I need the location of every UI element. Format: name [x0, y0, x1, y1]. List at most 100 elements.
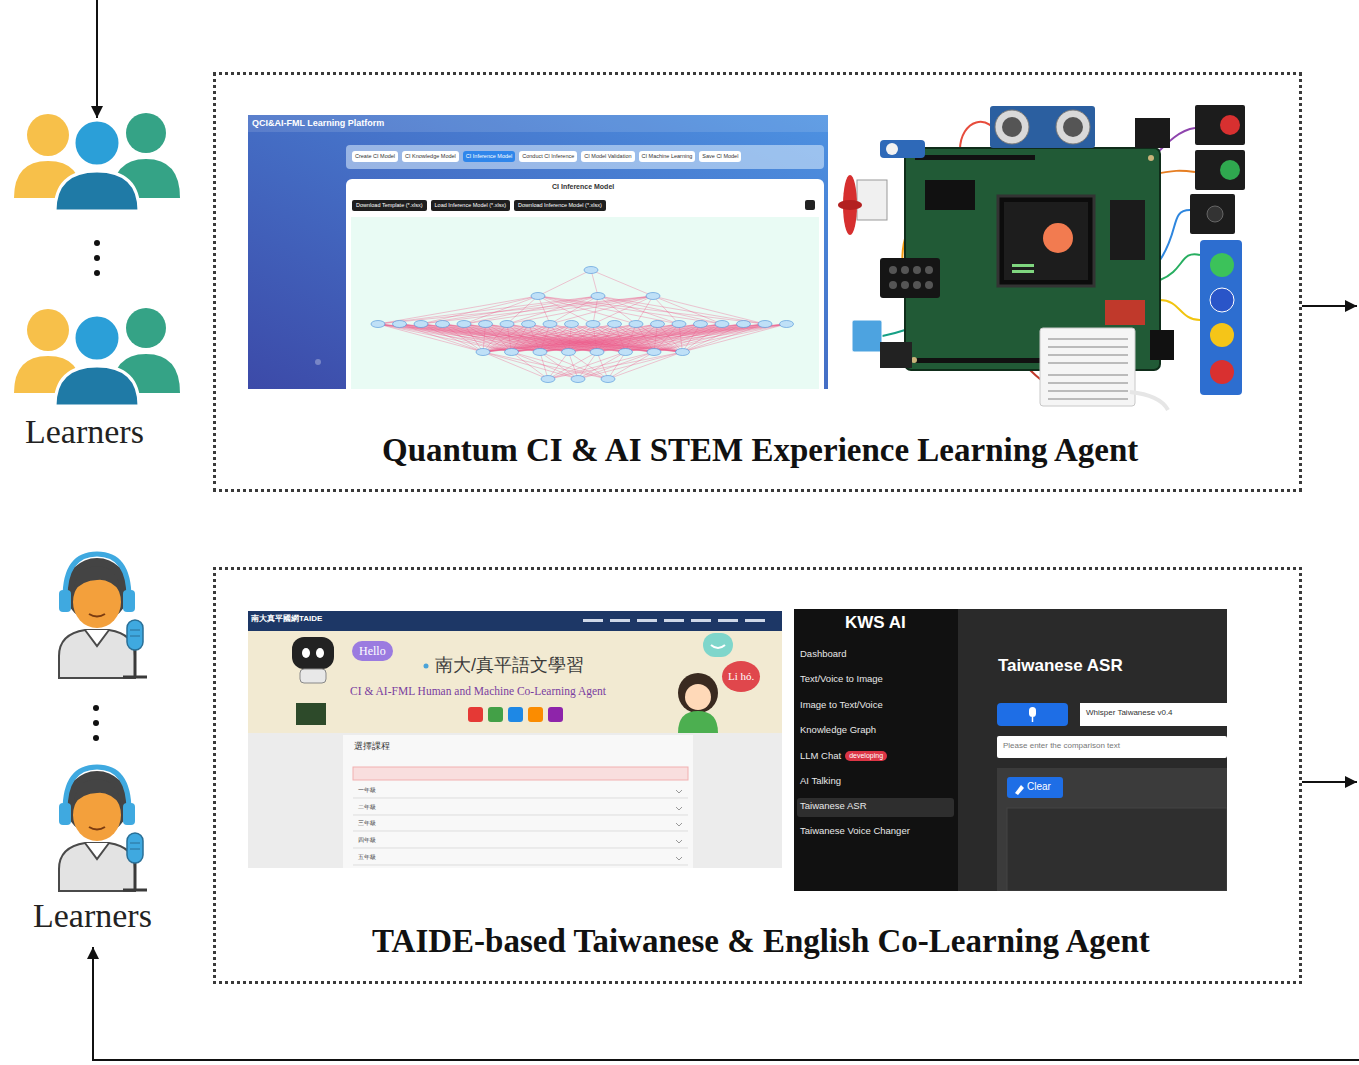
hardware-kit-photo: [1105, 300, 1145, 325]
graph-link: [483, 352, 548, 379]
graph-link: [512, 352, 549, 379]
app-title: QCI&AI-FML Learning Platform: [252, 118, 384, 129]
hardware-kit-photo: [886, 143, 898, 155]
hardware-kit-photo: [1048, 338, 1128, 400]
headset-learner-icon: [130, 843, 140, 844]
board-thumbnail: [296, 703, 326, 725]
graph-link: [591, 270, 598, 296]
graph-link: [538, 296, 550, 324]
graph-node: [676, 349, 690, 356]
robot-icon: [302, 648, 310, 658]
speech-bubble: Hello: [352, 641, 393, 661]
headset-learner-icon: [130, 636, 140, 637]
headset-learner-icon: [59, 843, 135, 891]
sidebar-item: AI Talking: [800, 775, 841, 786]
graph-link: [540, 324, 744, 352]
graph-link: [569, 324, 787, 352]
learner-group-icon: [126, 113, 166, 153]
graph-link: [464, 296, 538, 324]
graph-link: [512, 324, 766, 352]
app-screenshot: KWS AIDashboardText/Voice to ImageImage …: [794, 609, 1227, 891]
banner-title: 南大/真平語文學習: [435, 655, 584, 677]
toolbar-button: Download Template (*.xlsx): [352, 200, 427, 211]
graph-node: [565, 321, 579, 328]
graph-node: [531, 293, 545, 300]
chevron: [676, 840, 682, 843]
hardware-kit-photo: [915, 358, 1055, 363]
row-divider: [353, 831, 688, 832]
headset-learner-icon: [89, 614, 105, 617]
hardware-kit-photo: [889, 281, 897, 289]
graph-link: [608, 352, 683, 379]
hardware-kit-photo: [889, 266, 897, 274]
hardware-kit-photo: [925, 180, 975, 210]
menu-button: [805, 200, 815, 210]
girl-icon: [678, 711, 718, 733]
graph-link: [421, 296, 598, 324]
graph-link: [593, 296, 598, 324]
status-badge: developing: [845, 751, 887, 761]
input-value: Whisper Taiwanese v0.4: [1086, 708, 1173, 718]
graph-link: [548, 352, 654, 379]
hardware-kit-photo: [1220, 160, 1240, 180]
ellipsis-dots: [94, 255, 100, 261]
list-row: 三年級: [358, 820, 376, 827]
content-panel: [346, 179, 824, 389]
hardware-kit-photo: [1110, 200, 1145, 260]
graph-node: [758, 321, 772, 328]
ellipsis-dots: [93, 735, 99, 741]
sidebar-item: Dashboard: [800, 648, 846, 659]
graph-link: [540, 324, 787, 352]
headset-learner-icon: [73, 779, 121, 805]
group-label: Learners: [25, 412, 144, 453]
graph-link: [569, 324, 744, 352]
hardware-kit-photo: [852, 320, 882, 352]
tab-button: Conduct CI Inference: [519, 151, 577, 162]
graph-node: [543, 321, 557, 328]
hardware-kit-photo: [1210, 288, 1234, 312]
sidebar-item: Taiwanese ASR: [800, 800, 867, 811]
graph-link: [569, 352, 579, 379]
hardware-kit-photo: [880, 258, 940, 298]
graph-link: [540, 324, 765, 352]
hardware-kit-photo: [990, 106, 1095, 148]
graph-node: [737, 321, 751, 328]
web-screenshot: 南大真平國網TAIDEHello南大/真平語文學習CI & AI-FML Hum…: [248, 611, 782, 868]
notice-bar: [353, 767, 688, 780]
hardware-kit-photo: [1148, 155, 1154, 161]
graph-link: [683, 324, 787, 352]
dot: [315, 359, 321, 365]
graph-node: [646, 293, 660, 300]
robot-icon: [316, 648, 324, 658]
graph-area: [351, 217, 819, 389]
output-panel: [997, 768, 1227, 891]
graph-node: [414, 321, 428, 328]
hardware-kit-photo: [1150, 330, 1174, 360]
hardware-kit-photo: [1048, 354, 1128, 356]
logo-icon: [468, 707, 483, 722]
tab-button: Create CI Model: [352, 151, 398, 162]
chat-bubble-icon: [703, 633, 733, 657]
chat-bubble-icon: [711, 645, 725, 648]
tab-button: Save CI Model: [699, 151, 741, 162]
hardware-kit-photo: [1063, 117, 1083, 137]
learner-group-icon: [74, 315, 120, 361]
graph-link: [653, 296, 765, 324]
sidebar-item: Taiwanese Voice Changer: [800, 825, 910, 836]
headset-learner-icon: [59, 767, 147, 891]
graph-link: [378, 324, 483, 352]
graph-node: [533, 349, 547, 356]
hardware-kit-photo: [857, 180, 887, 220]
screen-background: [794, 609, 1227, 891]
select-input: [1080, 703, 1227, 726]
toolbar-button: Load Inference Model (*.xlsx): [431, 200, 511, 211]
headset-learner-icon: [134, 648, 137, 676]
hardware-kit-photo: [1195, 150, 1245, 190]
headset-learner-icon: [127, 833, 143, 863]
hardware-kit-photo: [1048, 338, 1128, 340]
menu-item: [637, 619, 657, 622]
toolbar-button: Download Inference Model (*.xlsx): [514, 200, 606, 211]
robot-icon: [292, 637, 334, 669]
learner-group-icon: [74, 120, 120, 166]
chevron: [676, 857, 682, 860]
